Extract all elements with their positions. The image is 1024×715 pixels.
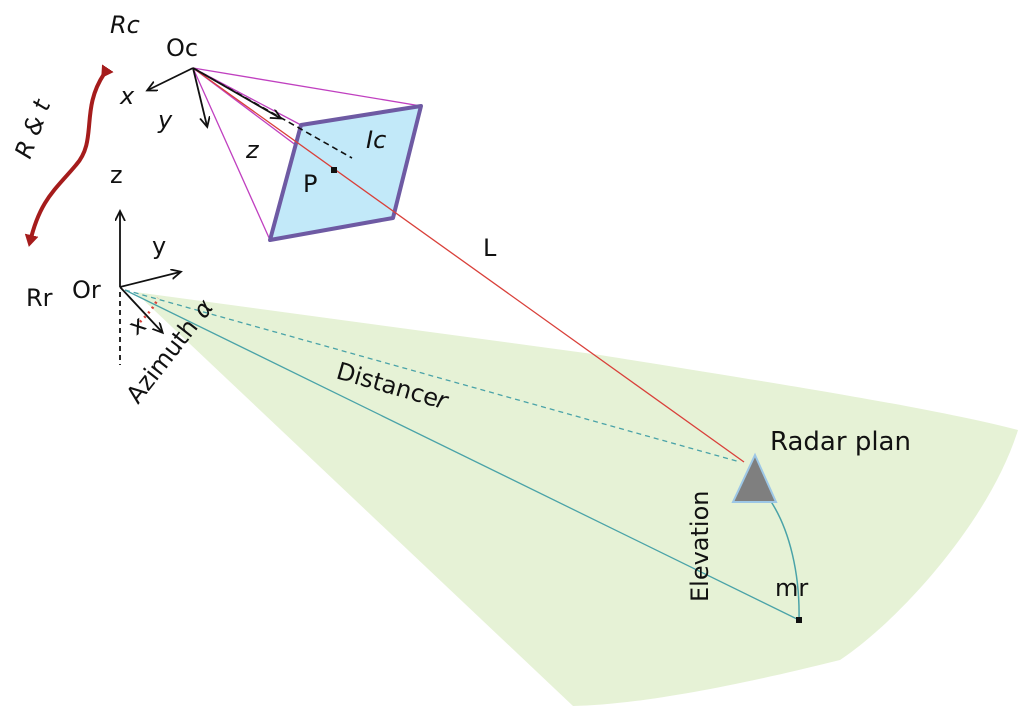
line-l-label: L xyxy=(483,234,497,262)
radar-origin-label: Or xyxy=(72,276,101,304)
ground-projection-line xyxy=(124,289,800,621)
radar-z-label: z xyxy=(110,161,123,189)
camera-axes xyxy=(148,67,280,126)
camera-y-label: y xyxy=(157,106,173,134)
distance-line xyxy=(124,289,741,463)
projection-ray xyxy=(192,67,745,463)
transform-arrow xyxy=(24,64,114,247)
camera-x-label: x xyxy=(119,82,135,110)
mr-label: mr xyxy=(775,574,808,602)
point-p-label: P xyxy=(303,170,317,198)
camera-z-label: z xyxy=(245,136,260,164)
camera-origin-label: Oc xyxy=(166,34,198,62)
image-plane xyxy=(268,104,423,242)
radar-plan-label: Radar plan xyxy=(770,427,911,457)
radar-target-triangle-icon xyxy=(731,452,778,503)
radar-field-of-view xyxy=(135,292,1018,706)
radar-x-label: x xyxy=(123,310,151,341)
radar-frame-label: Rr xyxy=(26,284,53,312)
camera-frame-label: Rc xyxy=(110,11,140,39)
radar-axes xyxy=(120,212,180,332)
radar-y-label: y xyxy=(152,232,166,260)
radar-point-mr xyxy=(796,617,802,623)
image-plane-label: Ic xyxy=(366,126,386,154)
elevation-label: Elevation xyxy=(686,491,714,602)
elevation-arc xyxy=(769,499,800,621)
image-point-p xyxy=(331,167,337,173)
transform-label: R & t xyxy=(9,95,56,163)
